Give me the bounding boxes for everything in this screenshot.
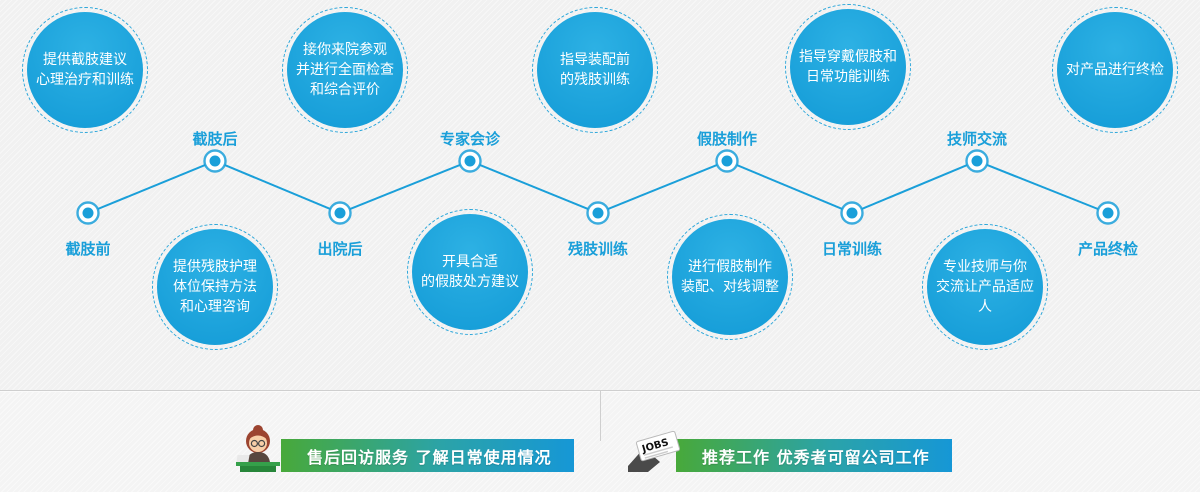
stage-6-bubble: 进行假肢制作 装配、对线调整 [667, 214, 793, 340]
timeline-node-2 [203, 149, 227, 173]
job-recommendation-banner[interactable]: JOBS 推荐工作 优秀者可留公司工作 [626, 424, 952, 472]
job-recommendation-banner-label: 推荐工作 优秀者可留公司工作 [676, 439, 952, 472]
stage-4-bubble: 开具合适 的假肢处方建议 [407, 209, 533, 335]
timeline-node-8 [965, 149, 989, 173]
stage-8-bubble-text: 专业技师与你 交流让产品适应人 [936, 258, 1034, 316]
timeline-node-6 [715, 149, 739, 173]
stage-3-label: 出院后 [317, 240, 363, 258]
stage-2-bubble: 提供残肢护理 体位保持方法 和心理咨询 [152, 224, 278, 350]
stage-2-label: 截肢后 [192, 130, 238, 148]
timeline-node-4 [458, 149, 482, 173]
stage-7-bubble-text: 指导穿戴假肢和 日常功能训练 [799, 48, 897, 85]
timeline-node-3 [328, 201, 352, 225]
stage-4-label: 专家会诊 [439, 130, 500, 148]
lower-section-background [0, 391, 1200, 492]
stage-7-bubble: 指导穿戴假肢和 日常功能训练 [785, 4, 911, 130]
stage-2-bubble-text: 提供残肢护理 体位保持方法 和心理咨询 [173, 258, 257, 316]
stage-3-bubble: 接你来院参观 并进行全面检查 和综合评价 [282, 7, 408, 133]
stage-5-bubble-text: 指导装配前 的残肢训练 [560, 51, 630, 88]
after-sales-banner[interactable]: 售后回访服务 了解日常使用情况 [231, 424, 574, 472]
timeline-node-1 [76, 201, 100, 225]
customer-service-icon [231, 424, 287, 472]
stage-1-label: 截肢前 [65, 240, 111, 258]
timeline-node-7 [840, 201, 864, 225]
after-sales-banner-label: 售后回访服务 了解日常使用情况 [281, 439, 574, 472]
stage-1-bubble: 提供截肢建议 心理治疗和训练 [22, 7, 148, 133]
stage-3-bubble-text: 接你来院参观 并进行全面检查 和综合评价 [296, 41, 394, 99]
jobs-newspaper-icon: JOBS [626, 424, 682, 472]
stage-1-bubble-text: 提供截肢建议 心理治疗和训练 [36, 51, 134, 88]
stage-8-bubble: 专业技师与你 交流让产品适应人 [922, 224, 1048, 350]
vertical-divider [600, 391, 601, 441]
stage-4-bubble-text: 开具合适 的假肢处方建议 [421, 253, 519, 290]
stage-7-label: 日常训练 [821, 240, 882, 258]
stage-5-bubble: 指导装配前 的残肢训练 [532, 7, 658, 133]
stage-6-label: 假肢制作 [696, 130, 757, 148]
stage-8-label: 技师交流 [946, 130, 1007, 148]
stage-9-bubble-text: 对产品进行终检 [1066, 61, 1164, 78]
stage-6-bubble-text: 进行假肢制作 装配、对线调整 [681, 258, 779, 295]
stage-5-label: 残肢训练 [567, 240, 628, 258]
timeline-node-5 [586, 201, 610, 225]
stage-9-label: 产品终检 [1077, 240, 1138, 258]
timeline-node-9 [1096, 201, 1120, 225]
stage-9-bubble: 对产品进行终检 [1052, 7, 1178, 133]
